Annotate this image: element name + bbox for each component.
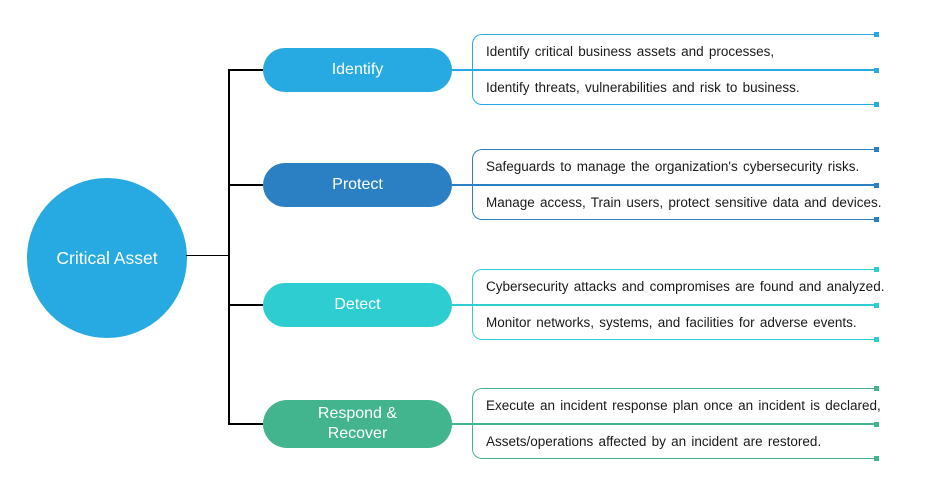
respond-mid-rail	[452, 423, 876, 425]
protect-node[interactable]: Protect	[263, 163, 452, 207]
protect-detail-1[interactable]: Safeguards to manage the organization's …	[486, 159, 860, 174]
protect-node-label: Protect	[332, 176, 383, 193]
protect-detail-2[interactable]: Manage access, Train users, protect sens…	[486, 195, 882, 210]
respond-detail-1[interactable]: Execute an incident response plan once a…	[486, 398, 881, 413]
endpoint-dot	[874, 337, 879, 342]
endpoint-dot	[874, 32, 879, 37]
endpoint-dot	[874, 147, 879, 152]
root-connector-line	[186, 254, 228, 256]
identify-detail-1[interactable]: Identify critical business assets and pr…	[486, 44, 775, 59]
detect-detail-2[interactable]: Monitor networks, systems, and facilitie…	[486, 315, 857, 330]
endpoint-dot	[874, 217, 879, 222]
respond-recover-node-label: Respond & Recover	[317, 405, 398, 442]
identify-node-label: Identify	[331, 61, 384, 78]
identify-detail-2[interactable]: Identify threats, vulnerabilities and ri…	[486, 80, 800, 95]
endpoint-dot	[874, 421, 879, 427]
endpoint-dot	[874, 182, 879, 188]
detect-branch-line	[228, 304, 263, 306]
respond-detail-2[interactable]: Assets/operations affected by an inciden…	[486, 434, 822, 449]
respond-branch-line	[228, 423, 263, 425]
critical-asset-node[interactable]: Critical Asset	[27, 178, 187, 338]
endpoint-dot	[874, 67, 879, 73]
identify-branch-line	[228, 69, 263, 71]
detect-node-label: Detect	[334, 296, 381, 313]
endpoint-dot	[874, 456, 879, 461]
endpoint-dot	[874, 102, 879, 107]
detect-node[interactable]: Detect	[263, 283, 452, 327]
protect-branch-line	[228, 184, 263, 186]
protect-mid-rail	[452, 184, 876, 186]
endpoint-dot	[874, 386, 879, 391]
critical-asset-label: Critical Asset	[56, 247, 158, 268]
respond-recover-node[interactable]: Respond & Recover	[263, 400, 452, 448]
identify-mid-rail	[452, 69, 876, 71]
identify-node[interactable]: Identify	[263, 48, 452, 92]
endpoint-dot	[874, 302, 879, 308]
detect-mid-rail	[452, 304, 876, 306]
endpoint-dot	[874, 267, 879, 272]
detect-detail-1[interactable]: Cybersecurity attacks and compromises ar…	[486, 279, 885, 294]
trunk-line	[228, 69, 230, 425]
